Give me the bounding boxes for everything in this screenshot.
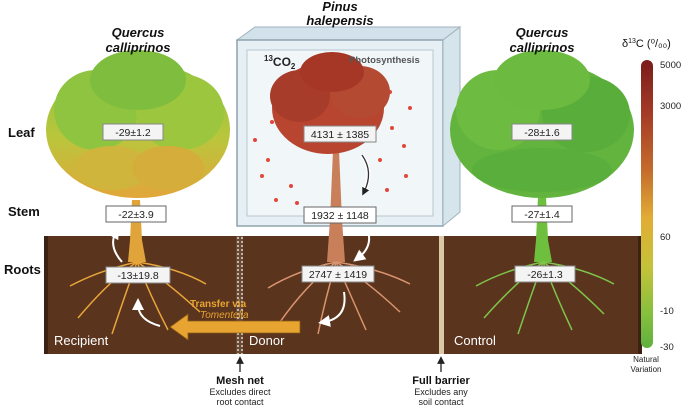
donor-leaf-value: 4131 ± 1385 xyxy=(311,129,369,141)
row-label-leaf: Leaf xyxy=(8,125,35,140)
colorbar-tick-5000: 5000 xyxy=(660,60,681,71)
recipient-roots-value: -13±19.8 xyxy=(117,270,159,282)
barrier-pointers xyxy=(236,356,445,372)
control-leaf-box xyxy=(511,123,573,141)
colorbar-tick-minus30: -30 xyxy=(660,342,674,353)
colorbar-note-line1: Natural xyxy=(633,355,659,364)
control-stem-box xyxy=(511,205,573,223)
species-right-epithet: calliprinos xyxy=(509,40,574,55)
mesh-net-line2: root contact xyxy=(216,397,264,406)
donor-stem-box xyxy=(303,206,377,224)
species-right-genus: Quercus xyxy=(516,25,569,40)
zone-recipient: Recipient xyxy=(54,333,109,348)
colorbar-tick-minus10: -10 xyxy=(660,306,674,317)
row-label-roots: Roots xyxy=(4,262,41,277)
recipient-roots-box xyxy=(105,266,171,284)
donor-leaf-box xyxy=(303,125,377,143)
full-barrier-line1: Excludes any xyxy=(414,387,468,397)
recipient-stem-value: -22±3.9 xyxy=(118,209,154,221)
species-left-epithet: calliprinos xyxy=(105,40,170,55)
donor-roots-box xyxy=(301,265,375,283)
species-left-genus: Quercus xyxy=(112,25,165,40)
mesh-net xyxy=(236,236,243,354)
flow-arrows xyxy=(107,153,371,327)
row-label-stem: Stem xyxy=(8,204,40,219)
species-center-genus: Pinus xyxy=(322,0,357,14)
donor-roots-value: 2747 ± 1419 xyxy=(309,269,367,281)
mesh-net-line1: Excludes direct xyxy=(209,387,271,397)
soil-edge-left xyxy=(44,236,48,354)
soil-edge-right xyxy=(638,236,642,354)
control-roots-box xyxy=(514,265,576,283)
species-center-epithet: halepensis xyxy=(306,13,373,28)
mesh-net-title: Mesh net xyxy=(216,375,264,387)
transfer-arrow xyxy=(169,313,301,341)
full-barrier-title: Full barrier xyxy=(412,375,470,387)
donor-stem-value: 1932 ± 1148 xyxy=(311,210,369,222)
full-barrier-line2: soil contact xyxy=(418,397,464,406)
transfer-label-line2: Tomentella xyxy=(200,310,249,321)
colorbar-title: δ13C (⁰/₀₀) xyxy=(622,38,671,50)
colorbar-tick-60: 60 xyxy=(660,232,671,243)
photosynthesis-label: Photosynthesis xyxy=(349,55,420,66)
zone-donor: Donor xyxy=(249,333,285,348)
colorbar xyxy=(641,60,653,348)
zone-control: Control xyxy=(454,333,496,348)
recipient-leaf-value: -29±1.2 xyxy=(115,127,151,139)
control-leaf-value: -28±1.6 xyxy=(524,127,560,139)
co2-label: 13CO2 xyxy=(264,54,296,71)
colorbar-note-line2: Variation xyxy=(631,365,662,374)
transfer-label-line1: Transfer via xyxy=(190,299,247,310)
recipient-leaf-box xyxy=(102,123,164,141)
full-barrier xyxy=(439,236,444,354)
colorbar-tick-3000: 3000 xyxy=(660,101,681,112)
recipient-stem-box xyxy=(105,205,167,223)
control-roots-value: -26±1.3 xyxy=(527,269,563,281)
donor-tree xyxy=(267,52,411,335)
control-stem-value: -27±1.4 xyxy=(524,209,560,221)
